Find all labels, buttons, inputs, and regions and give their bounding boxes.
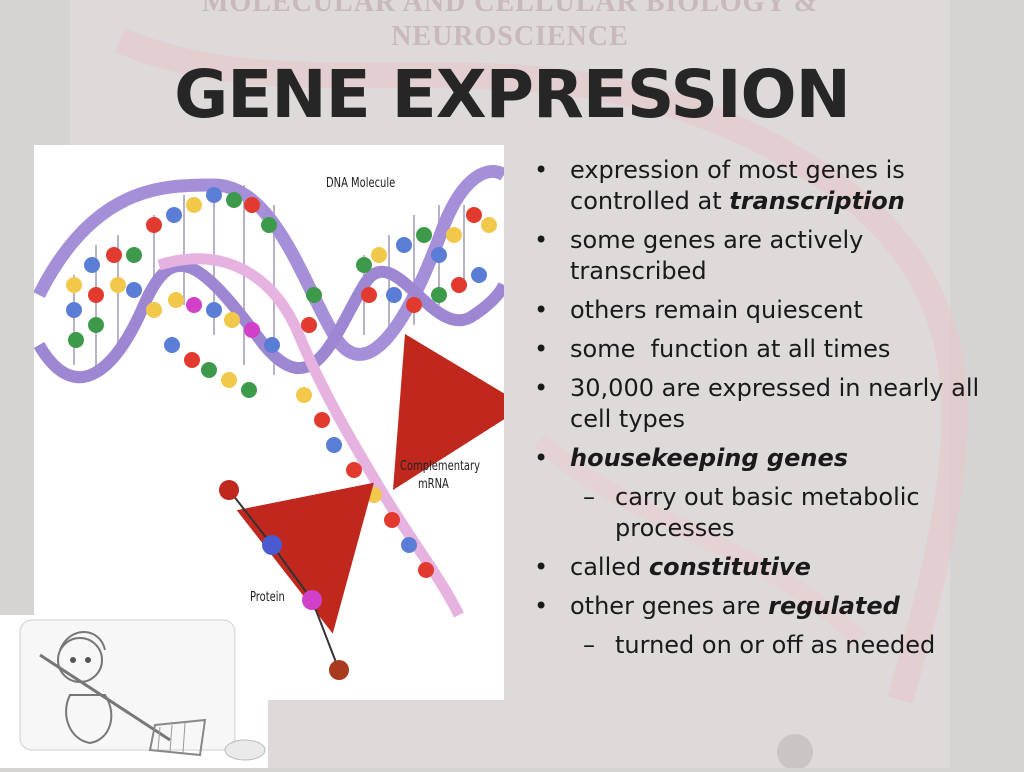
dna-strand-top [34, 165, 504, 361]
sub-list-item: turned on or off as needed [528, 630, 998, 661]
dna-bases [66, 187, 497, 348]
list-item: expression of most genes is controlled a… [528, 155, 998, 217]
label-protein: Protein [250, 590, 285, 605]
dna-strand-bottom [34, 259, 504, 384]
list-item: some function at all times [528, 334, 998, 365]
sub-list-item: carry out basic metabolic processes [528, 482, 998, 544]
label-dna-molecule: DNA Molecule [326, 176, 396, 191]
label-complementary: Complementary [400, 459, 480, 474]
list-item: called constitutive [528, 552, 998, 583]
mrna-strand [157, 253, 464, 618]
dna-helix-illustration [34, 165, 504, 680]
label-mrna: mRNA [418, 477, 449, 492]
curved-arrow-icon [393, 333, 504, 491]
list-item: housekeeping genes [528, 443, 998, 474]
protein-chain [219, 480, 349, 680]
list-item: some genes are actively transcribed [528, 225, 998, 287]
curved-arrow-icon [236, 482, 374, 634]
list-item: others remain quiescent [528, 295, 998, 326]
dna-transcription-figure: DNA Molecule Complementary mRNA Protein [34, 145, 504, 700]
bullet-list: expression of most genes is controlled a… [528, 155, 998, 669]
mrna-bases [146, 292, 434, 578]
list-item: other genes are regulated [528, 591, 998, 622]
cleaning-character-clipart [19, 619, 266, 761]
slide-title: GENE EXPRESSION [174, 56, 851, 133]
list-item: 30,000 are expressed in nearly all cell … [528, 373, 998, 435]
background-watermark: MOLECULAR AND CELLULAR BIOLOGY & NEUROSC… [202, 0, 818, 52]
cleaning-character-clipart [0, 615, 268, 768]
